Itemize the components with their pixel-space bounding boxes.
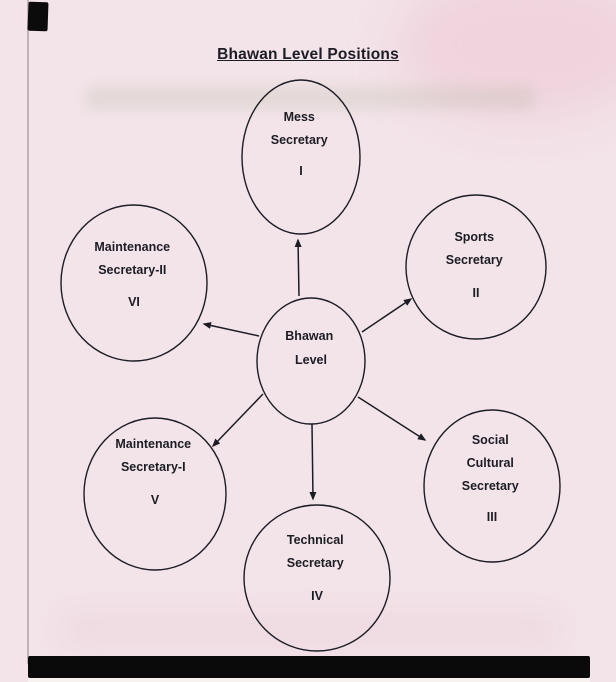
node-bhawan-level: Bhawan Level — [256, 297, 366, 425]
node-ellipse — [241, 79, 361, 235]
node-technical-secretary: Technical Secretary IV — [243, 504, 391, 652]
node-label: Social Cultural Secretary III — [462, 433, 522, 524]
node-label: Bhawan Level — [285, 329, 336, 367]
node-numeral: I — [299, 164, 302, 178]
scan-edge-line — [27, 0, 29, 664]
arrows — [202, 238, 427, 501]
node-numeral: VI — [128, 295, 140, 309]
node-label-line: Secretary — [446, 253, 503, 267]
node-mess-secretary: Mess Secretary I — [241, 79, 361, 235]
node-sports-secretary: Sports Secretary II — [405, 194, 547, 340]
node-label: Maintenance Secretary-I V — [115, 437, 194, 507]
node-label-line: Secretary — [462, 479, 519, 493]
node-ellipse — [60, 204, 208, 362]
arrow-to-social-cultural-secretary — [357, 396, 427, 441]
scan-smudge — [84, 86, 536, 110]
scan-smudge — [60, 612, 560, 648]
node-label-line: Sports — [454, 230, 494, 244]
node-ellipse — [83, 417, 227, 571]
node-label-line: Secretary — [287, 556, 344, 570]
node-label: Maintenance Secretary-II VI — [94, 240, 173, 309]
scan-bottom-edge — [28, 678, 590, 682]
node-ellipse — [423, 409, 561, 563]
node-label-line: Secretary — [271, 133, 328, 147]
node-numeral: IV — [311, 589, 323, 603]
node-label-line: Secretary-I — [121, 460, 186, 474]
node-numeral: V — [151, 493, 160, 507]
node-maintenance-secretary-2: Maintenance Secretary-II VI — [60, 204, 208, 362]
node-ellipse — [243, 504, 391, 652]
arrow-to-maintenance-secretary-1 — [211, 393, 264, 448]
page-title-text: Bhawan Level Positions — [217, 46, 399, 63]
node-social-cultural-secretary: Social Cultural Secretary III — [423, 409, 561, 563]
node-numeral: II — [473, 286, 480, 300]
node-ellipse — [256, 297, 366, 425]
page-title: Bhawan Level Positions — [0, 46, 616, 64]
node-label-line: Secretary-II — [98, 263, 166, 277]
arrow-to-mess-secretary — [294, 238, 302, 297]
arrow-to-maintenance-secretary-2 — [202, 322, 260, 337]
node-label: Mess Secretary I — [271, 110, 331, 178]
node-maintenance-secretary-1: Maintenance Secretary-I V — [83, 417, 227, 571]
node-label-line: Bhawan — [285, 329, 333, 343]
scan-bottom-bar — [28, 656, 590, 678]
node-label-line: Social — [472, 433, 509, 447]
arrow-to-technical-secretary — [309, 423, 317, 501]
node-label-line: Level — [295, 353, 327, 367]
node-label: Technical Secretary IV — [287, 533, 347, 603]
node-label-line: Technical — [287, 533, 344, 547]
node-label-line: Maintenance — [94, 240, 170, 254]
node-numeral: III — [487, 510, 497, 524]
node-label-line: Mess — [284, 110, 315, 124]
arrow-to-sports-secretary — [361, 298, 413, 333]
node-label: Sports Secretary II — [446, 230, 506, 300]
node-label-line: Cultural — [467, 456, 514, 470]
node-ellipse — [405, 194, 547, 340]
node-label-line: Maintenance — [115, 437, 191, 451]
